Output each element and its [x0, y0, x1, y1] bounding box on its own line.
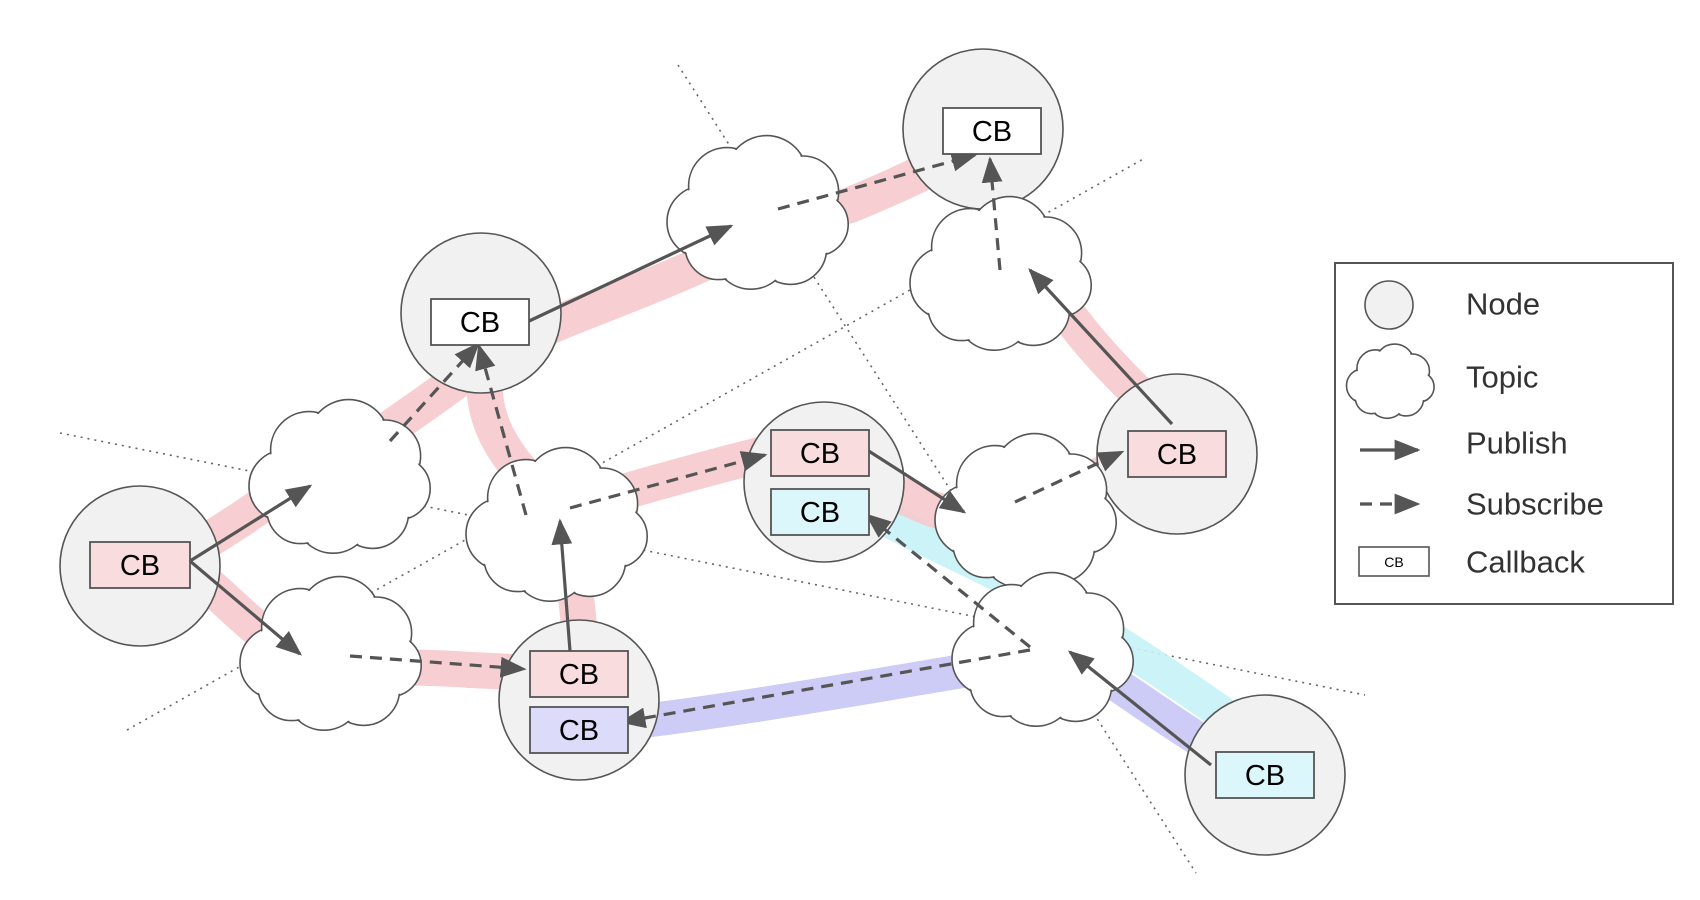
callback-box: CB [770, 429, 870, 477]
topic-cloud [934, 432, 1118, 588]
subscribe-arrow [619, 648, 1031, 729]
legend-label-node: Node [1466, 287, 1540, 322]
callback-box: CB [529, 650, 629, 698]
callback-label: CB [800, 438, 840, 470]
publish-arrow [551, 518, 573, 652]
topic-cloud [909, 195, 1093, 351]
topic-cloud-shape [1345, 343, 1435, 420]
subscribe-arrow [388, 342, 480, 443]
legend: Node Topic Publish Subscribe CB Callback [1334, 262, 1674, 605]
subscribe-arrow [475, 343, 528, 516]
publish-arrow [189, 484, 313, 563]
topic-cloud [239, 575, 422, 731]
callback-box: CB [770, 488, 870, 536]
callback-label: CB [559, 715, 599, 747]
callback-box: CB [89, 541, 191, 589]
publish-arrow [188, 559, 302, 656]
node-icon [1364, 280, 1414, 330]
subscribe-arrow [777, 151, 978, 211]
callback-label: CB [1157, 439, 1197, 471]
callback-box-icon [1358, 546, 1430, 577]
callbacks: CB CB CB CB CB CB CB CB CB [89, 107, 1315, 799]
separator-line [677, 64, 1197, 874]
legend-label-subscribe: Subscribe [1466, 487, 1604, 522]
legend-label-topic: Topic [1466, 360, 1538, 395]
callback-label: CB [972, 116, 1012, 148]
publish-arrow [863, 446, 967, 514]
node-circle [743, 401, 905, 563]
topic-cloud-icon [1345, 343, 1435, 420]
callback-label: CB [800, 497, 840, 529]
callback-box: CB [430, 298, 530, 346]
callback-label: CB [1245, 760, 1285, 792]
subscribe-arrow [349, 654, 527, 678]
topic-cloud [666, 134, 849, 290]
publish-arrow [1028, 268, 1174, 426]
topic-cloud [951, 571, 1135, 727]
legend-label-publish: Publish [1466, 426, 1568, 461]
topics [239, 134, 1135, 731]
callback-box: CB [1127, 430, 1227, 478]
callback-box: CB [942, 107, 1042, 155]
legend-callback-icon-text: CB [1384, 554, 1403, 570]
callback-label: CB [120, 550, 160, 582]
callback-label: CB [460, 307, 500, 339]
callback-box: CB [529, 706, 629, 754]
node-circle [498, 619, 660, 781]
publish-arrow [1067, 650, 1213, 767]
publish-arrow [526, 224, 734, 324]
callback-label: CB [559, 659, 599, 691]
legend-label-callback: Callback [1466, 545, 1585, 580]
topic-cloud [465, 446, 648, 602]
separator-line [59, 432, 1366, 696]
subscribe-arrow [569, 451, 768, 510]
callback-box: CB [1215, 751, 1315, 799]
arrows [188, 151, 1213, 767]
subscribe-arrow [864, 513, 1032, 649]
